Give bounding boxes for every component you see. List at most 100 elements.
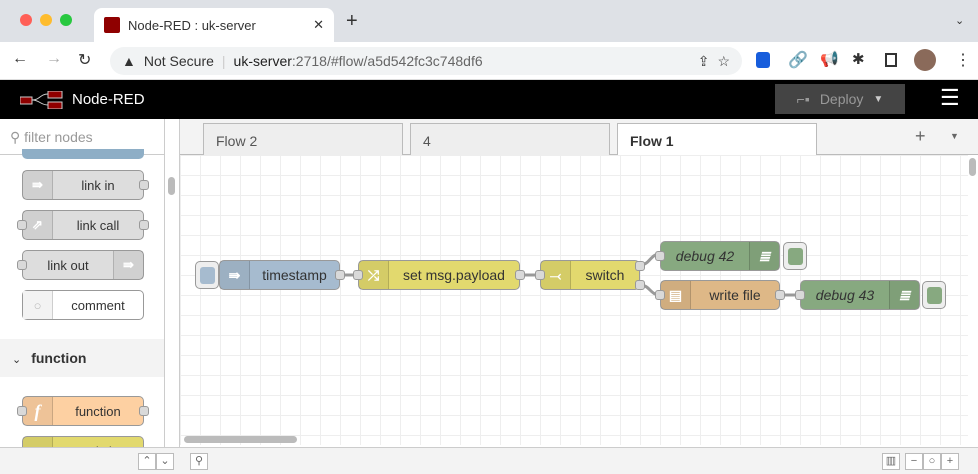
- palette-category-function[interactable]: ⌄ function: [0, 339, 164, 377]
- tab-flow-2[interactable]: Flow 2: [203, 123, 403, 155]
- forward-icon[interactable]: →: [46, 50, 62, 67]
- extensions-puzzle-icon[interactable]: ✱: [852, 51, 865, 68]
- palette-node-link-in[interactable]: ⇛link in: [22, 170, 149, 200]
- node-label: link out: [47, 257, 89, 273]
- deploy-label: Deploy: [819, 91, 864, 107]
- browser-menu-icon[interactable]: ⋮: [955, 52, 971, 69]
- comment-icon: ○: [23, 291, 53, 319]
- workspace-footer: ⌃ ⌄ ⚲ ▥ − ○ +: [0, 447, 978, 474]
- link-out-icon: ⇛: [113, 251, 143, 279]
- canvas-vertical-scrollbar[interactable]: [969, 158, 976, 176]
- link-call-icon: ⇗: [23, 211, 53, 239]
- filter-placeholder: filter nodes: [24, 129, 93, 145]
- palette-node-comment[interactable]: ○ comment: [22, 290, 144, 320]
- link-extension-icon[interactable]: 🔗: [788, 52, 808, 69]
- megaphone-extension-icon[interactable]: 📢: [820, 51, 839, 68]
- flow-list-dropdown-icon[interactable]: ▼: [950, 131, 959, 141]
- node-label: debug 43: [815, 287, 875, 303]
- function-icon: f: [23, 397, 53, 425]
- palette-node-switch[interactable]: switch: [22, 436, 144, 447]
- url-input[interactable]: ▲ Not Secure | uk-server:2718/#flow/a5d5…: [110, 47, 742, 75]
- flow-canvas[interactable]: ⇛ timestamp ⤮ set msg.payload ⤙ switch debu…: [180, 155, 968, 445]
- tab-label: Flow 2: [216, 133, 258, 149]
- palette-expand-all-icon[interactable]: ⌄: [156, 453, 174, 470]
- node-label: timestamp: [262, 267, 327, 283]
- palette-scroll-track: [165, 119, 180, 447]
- change-shuffle-icon: ⤮: [359, 261, 389, 289]
- reload-icon[interactable]: ↻: [78, 52, 92, 69]
- tab-title: Node-RED : uk-server: [128, 17, 256, 33]
- palette-collapse-all-icon[interactable]: ⌃: [138, 453, 156, 470]
- url-host: uk-server: [233, 53, 292, 69]
- debug-43-toggle[interactable]: [922, 281, 946, 309]
- node-label: link in: [81, 177, 115, 193]
- flow-node-timestamp[interactable]: ⇛ timestamp: [219, 260, 345, 290]
- node-label: switch: [585, 267, 625, 283]
- canvas-horizontal-scrollbar[interactable]: [184, 436, 297, 443]
- node-label: function: [75, 403, 121, 419]
- inject-arrow-icon: ⇛: [220, 261, 250, 289]
- main-menu-icon[interactable]: ☰: [940, 85, 960, 110]
- side-panel-icon[interactable]: [885, 53, 897, 67]
- debug-list-icon: ≣: [889, 281, 919, 309]
- tab-search-icon[interactable]: ⌄: [955, 15, 965, 27]
- node-label: set msg.payload: [403, 267, 505, 283]
- switch-icon: ⤙: [541, 261, 571, 289]
- app-title: Node-RED: [72, 91, 145, 108]
- search-flows-icon[interactable]: ⚲: [190, 453, 208, 470]
- node-palette: ⚲ filter nodes ⇛link in ⇗link call link …: [0, 119, 165, 447]
- deploy-button[interactable]: ⌐▪ Deploy ▼: [775, 84, 905, 114]
- close-window-button[interactable]: [20, 14, 32, 26]
- zoom-in-icon[interactable]: +: [941, 453, 959, 470]
- canvas-vertical-scroll-track: [968, 155, 978, 447]
- palette-scrollbar-thumb[interactable]: [168, 177, 175, 195]
- navigator-map-icon[interactable]: ▥: [882, 453, 900, 470]
- node-red-favicon-icon: [104, 17, 120, 33]
- share-icon[interactable]: ⇪: [697, 52, 710, 69]
- inject-button[interactable]: [195, 261, 219, 289]
- debug-list-icon: ≣: [749, 242, 779, 270]
- flow-tabs-bar: Flow 2 4 Flow 1 + ▼: [180, 119, 978, 156]
- node-label: link call: [76, 217, 120, 233]
- add-flow-icon[interactable]: +: [915, 126, 926, 146]
- maximize-window-button[interactable]: [60, 14, 72, 26]
- minimize-window-button[interactable]: [40, 14, 52, 26]
- zoom-reset-icon[interactable]: ○: [923, 453, 941, 470]
- zoom-out-icon[interactable]: −: [905, 453, 923, 470]
- file-icon: ▤: [661, 281, 691, 309]
- node-label: switch: [53, 444, 143, 448]
- debug-42-toggle[interactable]: [783, 242, 807, 270]
- node-label: debug 42: [675, 248, 735, 264]
- browser-tab[interactable]: Node-RED : uk-server ✕: [94, 8, 334, 42]
- palette-node-link-call[interactable]: ⇗ link call: [17, 210, 149, 240]
- profile-avatar[interactable]: [914, 49, 936, 71]
- palette-node-partial[interactable]: [22, 149, 144, 159]
- browser-tab-bar: Node-RED : uk-server ✕ + ⌄: [0, 0, 978, 42]
- bitwarden-extension-icon[interactable]: [756, 52, 770, 68]
- palette-node-link-out[interactable]: link out ⇛: [17, 250, 144, 280]
- flow-node-debug-43[interactable]: debug 43 ≣: [795, 280, 920, 310]
- tab-label: Flow 1: [630, 133, 674, 149]
- flow-node-write-file[interactable]: ▤write file: [655, 280, 785, 310]
- bookmark-star-icon[interactable]: ☆: [717, 52, 730, 69]
- node-red-header: Node-RED ⌐▪ Deploy ▼ ☰: [0, 80, 978, 119]
- new-tab-icon[interactable]: +: [346, 10, 358, 32]
- deploy-icon: ⌐▪: [796, 91, 810, 107]
- category-label: function: [31, 350, 87, 366]
- node-red-logo-icon: [20, 91, 63, 109]
- flow-node-debug-42[interactable]: debug 42 ≣: [655, 241, 780, 271]
- tab-flow-1[interactable]: Flow 1: [617, 123, 817, 156]
- palette-node-function[interactable]: f function: [17, 396, 149, 426]
- back-icon[interactable]: ←: [12, 50, 28, 67]
- flow-node-set-msg-payload[interactable]: ⤮ set msg.payload: [353, 260, 525, 290]
- node-label: comment: [71, 297, 125, 313]
- tab-label: 4: [423, 133, 431, 149]
- close-tab-icon[interactable]: ✕: [313, 17, 324, 32]
- warning-icon: ▲: [122, 53, 136, 69]
- tab-4[interactable]: 4: [410, 123, 610, 155]
- url-path: :2718/#flow/a5d542fc3c748df6: [291, 53, 483, 69]
- deploy-dropdown-icon[interactable]: ▼: [873, 93, 884, 105]
- address-toolbar: ← → ↻ ▲ Not Secure | uk-server:2718/#flo…: [0, 42, 978, 80]
- chevron-down-icon: ⌄: [12, 354, 22, 366]
- flow-node-switch[interactable]: ⤙ switch: [535, 260, 645, 290]
